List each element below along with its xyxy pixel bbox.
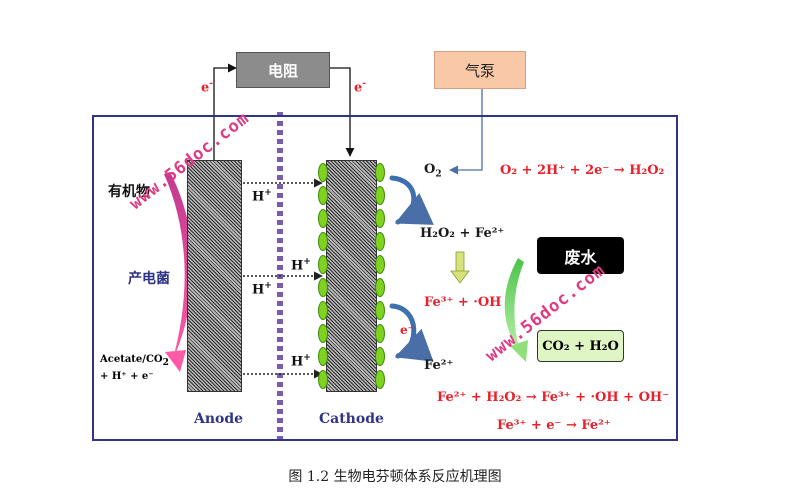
h2o2-fe-label: H₂O₂ + Fe²⁺ bbox=[420, 226, 505, 241]
proton-arrows bbox=[243, 178, 323, 379]
acetate-label: Acetate/CO2 + H⁺ + e⁻ bbox=[100, 354, 169, 382]
fenton-reaction: Fe²⁺ + H₂O₂ → Fe³⁺ + ·OH + OH⁻ bbox=[437, 390, 670, 405]
degradation-arrow bbox=[504, 258, 524, 352]
cathode-label: Cathode bbox=[319, 411, 384, 427]
wastewater-label: 废水 bbox=[564, 247, 597, 267]
bubble bbox=[375, 370, 385, 389]
anode-label: Anode bbox=[194, 411, 244, 427]
co2-h2o-label: CO₂ + H₂O bbox=[542, 338, 619, 354]
bubble bbox=[318, 255, 328, 274]
fe3-oh-label: Fe³⁺ + ·OH bbox=[424, 295, 502, 310]
oxygen-reduction-reaction: O₂ + 2H⁺ + 2e⁻ → H₂O₂ bbox=[500, 163, 665, 178]
proton-label: H+ bbox=[252, 281, 272, 298]
bubble bbox=[375, 232, 385, 251]
bubble bbox=[375, 163, 385, 182]
external-circuit bbox=[213, 63, 355, 160]
proton-label: H+ bbox=[291, 353, 311, 370]
air-pump-box: 气泵 bbox=[434, 51, 526, 89]
bubble bbox=[318, 278, 328, 297]
bubble bbox=[375, 209, 385, 228]
bubble bbox=[375, 255, 385, 274]
electron-label-left: e- bbox=[201, 79, 214, 96]
down-arrow bbox=[450, 251, 470, 284]
cathode-electrode bbox=[326, 160, 377, 392]
bubble bbox=[375, 347, 385, 366]
bacteria-arrow bbox=[164, 172, 193, 362]
bubble bbox=[318, 232, 328, 251]
bubble bbox=[318, 209, 328, 228]
cathode-reaction-arrows bbox=[389, 175, 434, 362]
organic-matter-label: 有机物 bbox=[108, 184, 150, 200]
bubble bbox=[318, 324, 328, 343]
wastewater-box: 废水 bbox=[537, 237, 624, 274]
bubble bbox=[318, 370, 328, 389]
pump-label: 气泵 bbox=[464, 61, 495, 80]
bubble bbox=[375, 324, 385, 343]
bubble bbox=[375, 278, 385, 297]
figure-caption: 图 1.2 生物电芬顿体系反应机理图 bbox=[288, 469, 502, 485]
resistor-box: 电阻 bbox=[236, 52, 330, 88]
bubble bbox=[318, 301, 328, 320]
oxygen-label: O2 bbox=[424, 162, 442, 180]
proton-label: H+ bbox=[252, 188, 272, 205]
reactor-frame bbox=[92, 115, 678, 441]
fe2-label: Fe²⁺ bbox=[424, 358, 454, 373]
co2-h2o-box: CO₂ + H₂O bbox=[537, 330, 624, 362]
air-line bbox=[449, 87, 483, 175]
bacteria-label: 产电菌 bbox=[128, 271, 170, 287]
resistor-label: 电阻 bbox=[267, 61, 298, 80]
bubble bbox=[375, 301, 385, 320]
electron-small-label: e⁻ bbox=[400, 323, 414, 337]
bubble bbox=[318, 186, 328, 205]
iron-regeneration-reaction: Fe³⁺ + e⁻ → Fe²⁺ bbox=[497, 418, 611, 433]
bubble bbox=[318, 163, 328, 182]
electron-label-right: e- bbox=[354, 79, 367, 96]
bubble bbox=[318, 347, 328, 366]
anode-electrode bbox=[187, 160, 242, 392]
bubble bbox=[375, 186, 385, 205]
proton-label: H+ bbox=[291, 257, 311, 274]
